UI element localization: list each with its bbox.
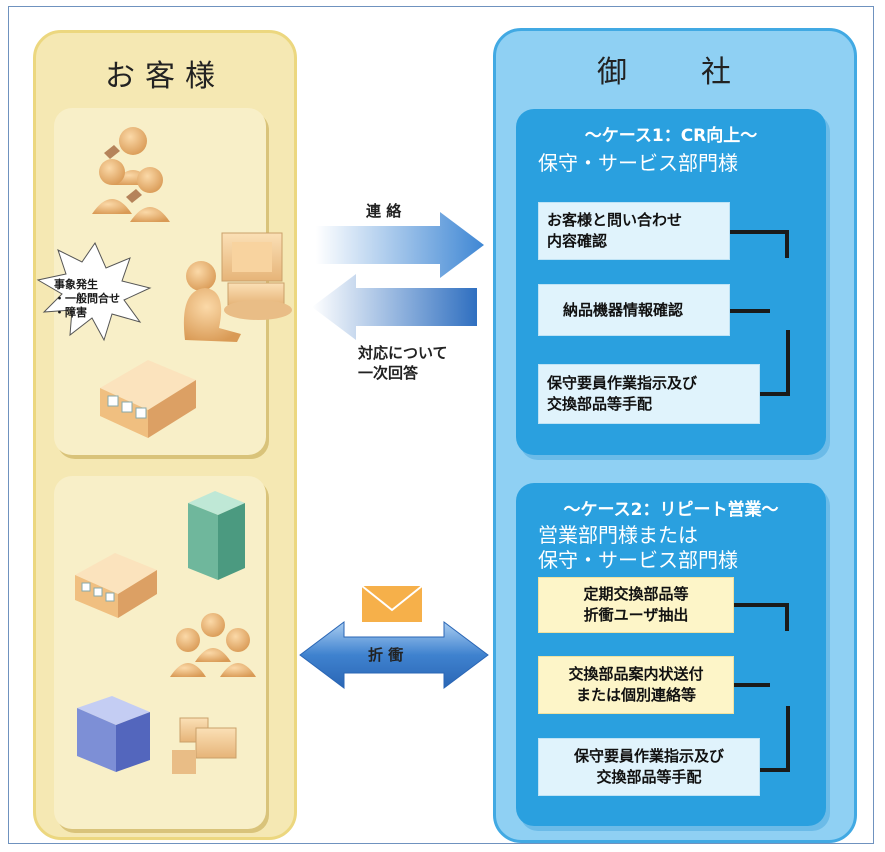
case2-title: 〜ケース2：リピート営業〜 — [563, 500, 779, 520]
event-line: ・障害 — [54, 306, 87, 319]
negotiation-label: 折 衝 — [368, 646, 404, 664]
diagram-frame — [8, 6, 874, 844]
customer-title: お客様 — [105, 59, 225, 94]
blue-building-icon — [77, 696, 150, 772]
case2-step-2: 交換部品案内状送付 または個別連絡等 — [538, 656, 734, 714]
contact-label: 連 絡 — [366, 202, 402, 220]
connector — [734, 603, 788, 607]
customer-at-pc-icon — [183, 232, 292, 342]
case2-step-3: 保守要員作業指示及び 交換部品等手配 — [538, 738, 760, 796]
maintenance-staff-icon — [92, 127, 170, 222]
case2-step-1: 定期交換部品等 折衝ユーザ抽出 — [538, 577, 734, 633]
case1-subtitle: 保守・サービス部門様 — [538, 151, 738, 175]
people-group-icon — [170, 613, 256, 677]
equipment-icon — [100, 360, 196, 438]
response-arrow — [312, 274, 477, 340]
event-text: 事象発生 ・一般問合せ ・障害 — [54, 278, 120, 320]
connector — [760, 392, 790, 396]
connector — [785, 230, 789, 258]
case2-subtitle-line: 保守・サービス部門様 — [538, 548, 738, 572]
contact-arrow — [316, 212, 484, 278]
connector — [730, 309, 770, 313]
workstation-icon — [172, 717, 237, 774]
mail-icon — [361, 585, 423, 622]
company-column: 御 社 〜ケース1：CR向上〜 保守・サービス部門様 〜ケース2：リピート営業〜… — [493, 28, 857, 843]
connector — [730, 230, 788, 234]
case2-subtitle: 営業部門様または 保守・サービス部門様 — [538, 523, 738, 573]
case1-step-2: 納品機器情報確認 — [538, 284, 730, 336]
case2-subtitle-line: 営業部門様または — [538, 523, 698, 547]
connector — [786, 706, 790, 772]
event-line: 事象発生 — [54, 278, 98, 291]
case1-step-1: お客様と問い合わせ 内容確認 — [538, 202, 730, 260]
case1-step-3: 保守要員作業指示及び 交換部品等手配 — [538, 364, 760, 424]
company-title: 御 社 — [597, 55, 753, 90]
incident-burst-icon — [36, 241, 152, 342]
connector — [760, 768, 790, 772]
negotiation-arrow — [299, 621, 489, 689]
connector — [786, 330, 790, 396]
case1-title: 〜ケース1：CR向上〜 — [584, 126, 758, 146]
connector — [734, 683, 770, 687]
event-line: ・一般問合せ — [54, 292, 120, 305]
device-icon-2 — [75, 553, 157, 618]
green-building-icon — [188, 491, 245, 580]
response-label: 対応について 一次回答 — [358, 344, 448, 382]
connector — [785, 603, 789, 631]
